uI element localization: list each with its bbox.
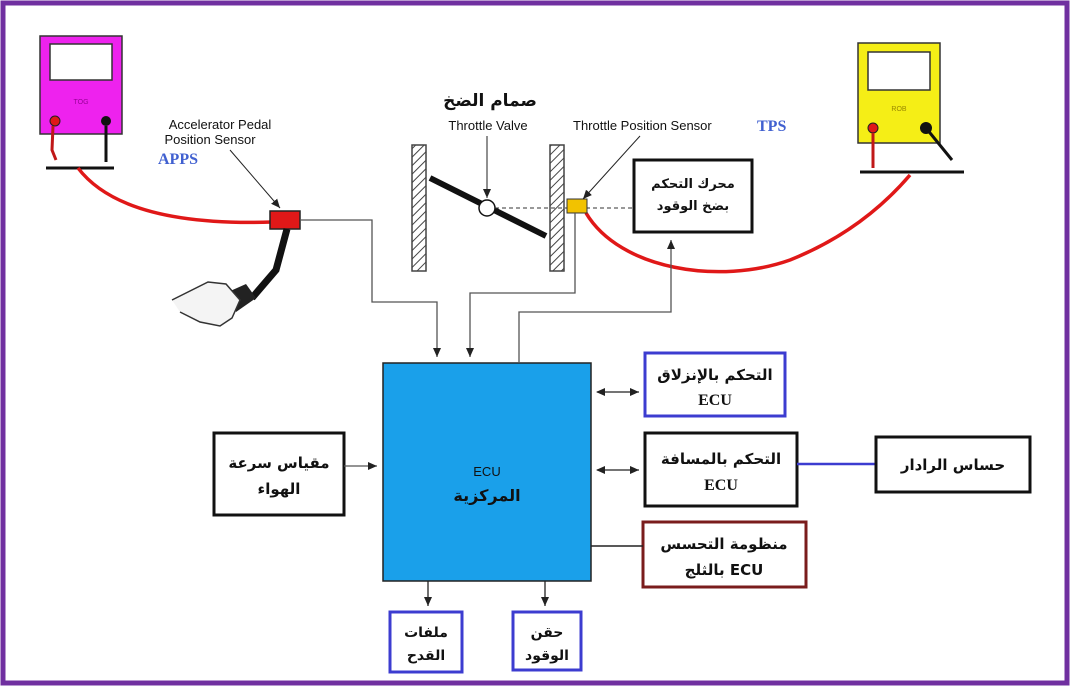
tps-test-wire [584,173,912,274]
left-meter-black-terminal [101,116,111,126]
apps-abbr: APPS [158,151,198,168]
radar-sensor-box [874,435,1032,494]
tps-label: Throttle Position Sensor [573,118,712,133]
ecu-to-motor-line [518,240,675,363]
left-multimeter: TOG [39,35,123,170]
cruise-line1: التحكم بالمسافة [661,450,781,468]
accelerator-pedal [171,210,301,327]
traction-line2: ECU [698,392,732,409]
throttle-motor-line2: بضخ الوقود [657,199,729,214]
apps-to-ecu-line [300,219,441,357]
apps-sensor [269,210,301,230]
tps-to-ecu-line [466,213,576,357]
throttle-title-ar: صمام الضخ [443,91,537,111]
ignition-line1: ملفات [404,625,448,641]
throttle-wall-right [549,144,565,272]
apps-test-wire [76,166,273,225]
apps-line2: Position Sensor [164,132,256,147]
throttle-valve-label: Throttle Valve [448,118,527,133]
injection-line2: الوقود [525,648,569,664]
left-probe-red [50,125,58,161]
throttle-body [411,144,632,272]
right-meter-screen-text: ROB [891,106,907,113]
right-probe-black [924,127,954,161]
ignition-coils-box [388,610,464,674]
right-meter-red-terminal [867,122,879,134]
traction-line1: التحكم بالإنزلاق [657,366,772,384]
tps-pointer [582,135,641,200]
throttle-pivot [478,199,496,217]
right-multimeter: ROB [857,42,964,174]
ecu-label-en: ECU [473,464,500,479]
right-meter-screen [867,51,931,91]
central-ecu-box [382,362,592,582]
ignition-line2: القدح [407,648,445,664]
air-meter-line2: الهواء [258,480,301,498]
air-flow-meter-box [212,431,346,517]
air-meter-line1: مقياس سرعة [228,454,329,472]
throttle-wall-left [411,144,427,272]
tps-sensor [566,198,588,214]
apps-line1: Accelerator Pedal [169,117,272,132]
shoe-outline [171,281,241,327]
throttle-motor-line1: محرك التحكم [651,177,735,192]
radar-label: حساس الرادار [900,456,1005,474]
snow-line1: منظومة التحسس [660,535,787,553]
apps-pointer [229,149,281,209]
cruise-line2: ECU [704,477,738,494]
left-meter-screen-text: TOG [73,99,88,106]
pedal-arm [249,228,291,301]
left-meter-screen [49,43,113,81]
ecu-label-ar: المركزية [453,486,520,505]
tps-abbr: TPS [757,118,786,135]
injection-line1: حقن [531,625,564,641]
throttle-motor-box [632,158,754,234]
fuel-injection-box [511,610,583,672]
left-meter-red-terminal [49,115,61,127]
snow-line2: بالثلج ECU [685,561,764,579]
traction-control-box [643,351,787,418]
snow-system-box [641,520,808,589]
distance-control-box [643,431,799,508]
